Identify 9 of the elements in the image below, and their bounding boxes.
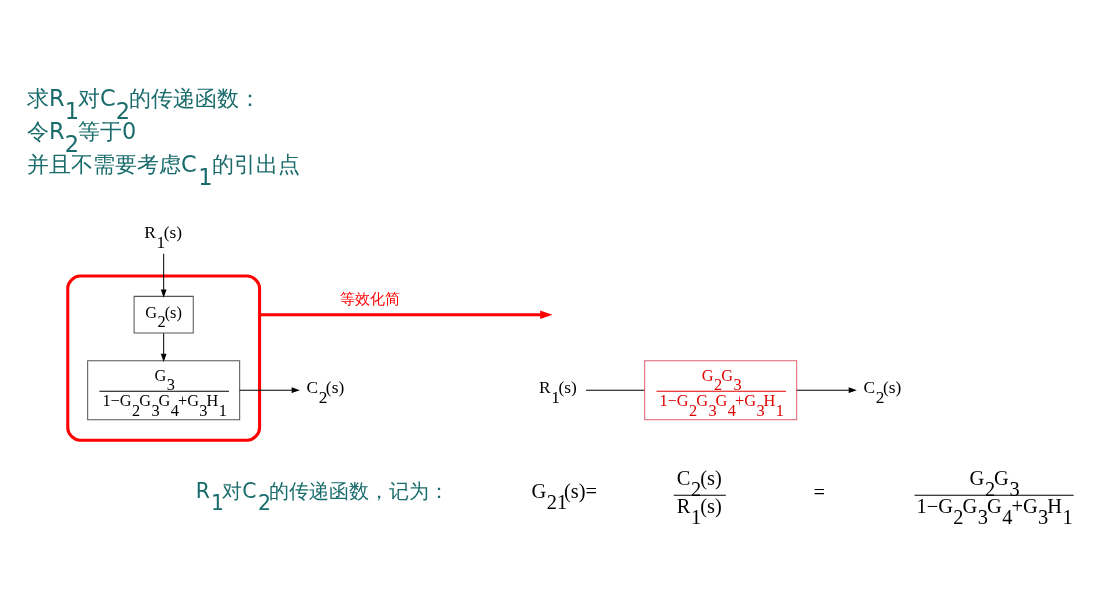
edge-label: 等效化简 [339, 290, 400, 309]
label: = [813, 481, 826, 504]
cluster [66, 274, 262, 442]
arrow [160, 253, 167, 298]
arrow [160, 332, 167, 362]
connector [585, 389, 645, 391]
arrow [796, 387, 857, 394]
arrow [259, 310, 553, 320]
arrow [239, 387, 300, 394]
